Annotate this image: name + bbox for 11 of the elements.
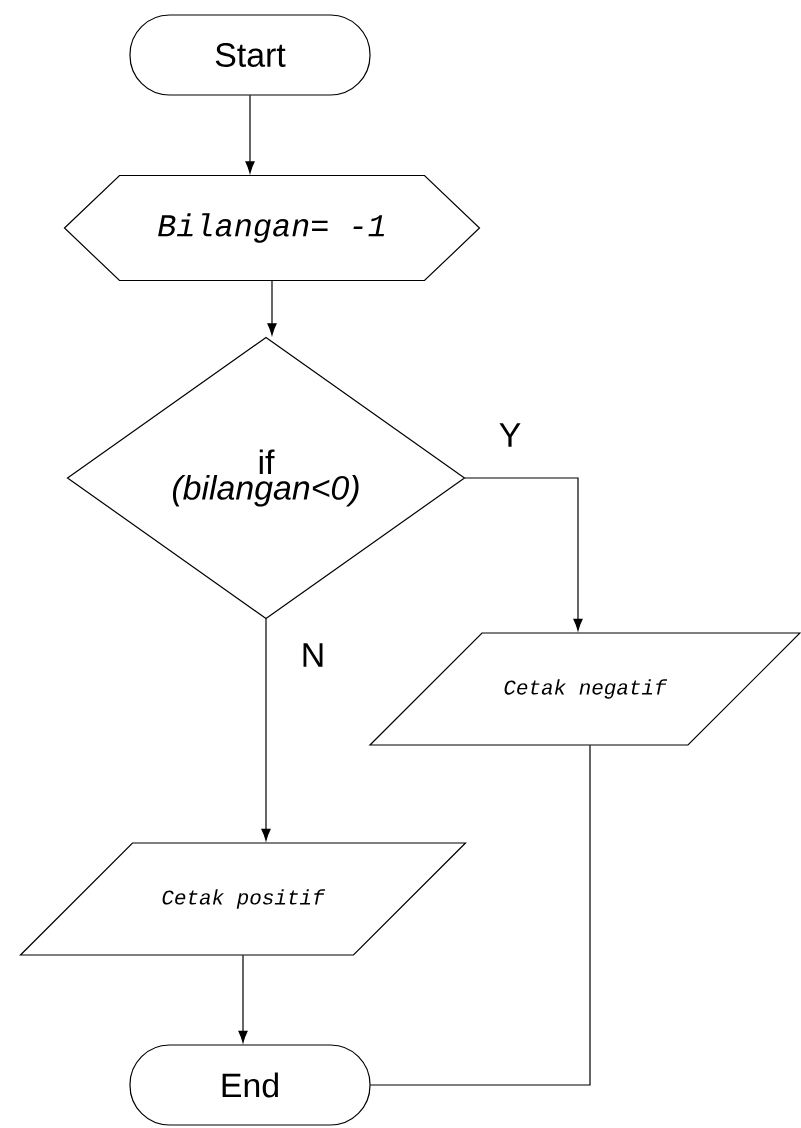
arrow xyxy=(464,477,583,631)
arrow xyxy=(238,954,248,1043)
preparation-hexagon: Bilangan= -1 xyxy=(63,174,481,282)
terminal-box: Start xyxy=(129,14,371,96)
arrow xyxy=(245,94,255,174)
io-parallelogram: Cetak positif xyxy=(19,842,467,956)
arrow xyxy=(267,280,277,336)
terminal-box: End xyxy=(129,1044,371,1126)
edge-label: Y xyxy=(496,421,524,449)
edge-label: N xyxy=(298,641,328,669)
arrow xyxy=(261,618,271,841)
